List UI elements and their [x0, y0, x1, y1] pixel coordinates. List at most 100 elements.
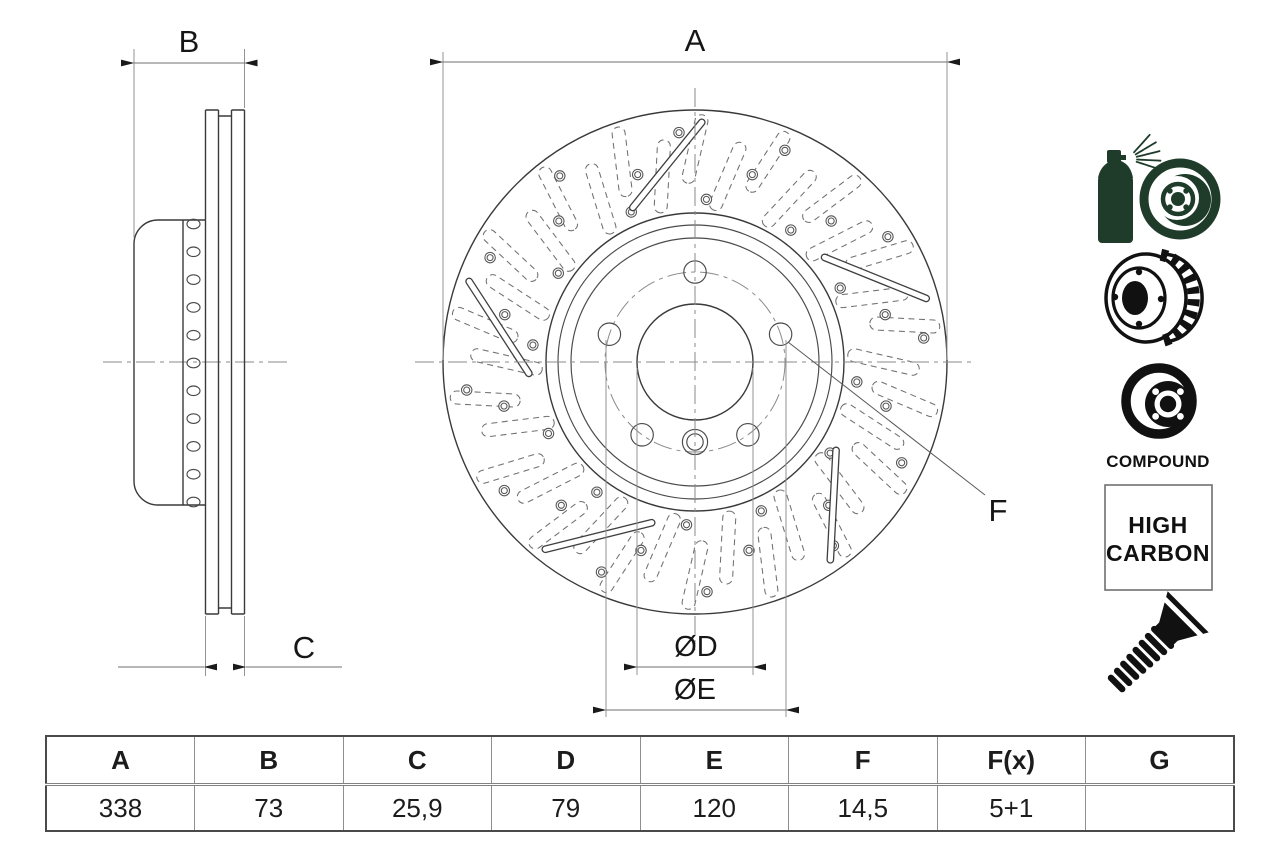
vent-slot: [851, 442, 908, 495]
drill-hole-inner: [500, 487, 508, 495]
surface-groove: [465, 277, 533, 378]
drill-hole: [499, 308, 511, 321]
vent-slot: [835, 286, 909, 309]
dim-d-label: ØD: [674, 631, 718, 663]
vented-disc-bolt-dot: [1157, 295, 1165, 303]
spec-header-c: C: [342, 736, 492, 786]
vent-slot: [451, 306, 519, 344]
surface-groove-pattern: [465, 118, 931, 564]
spec-table-value-row: 338 73 25,9 79 120 14,5 5+1: [46, 784, 1234, 831]
compound-disc-bolt-hole: [1152, 413, 1159, 420]
screw-thread: [1113, 667, 1133, 687]
vent-slot: [681, 114, 709, 184]
dim-d-extension-lines: [636, 368, 754, 675]
vented-disc-bolt-dot: [1135, 320, 1143, 328]
drill-hole-inner: [745, 546, 753, 554]
vent-slot: [805, 220, 874, 262]
drill-hole: [834, 282, 846, 294]
surface-groove: [541, 518, 656, 554]
compound-label: COMPOUND: [1106, 452, 1209, 471]
compound-disc-bolt-hole: [1177, 413, 1184, 420]
dim-c-extension-lines: [205, 616, 245, 676]
spec-header-f: F: [788, 736, 937, 786]
vent-slot: [485, 274, 551, 321]
front-view: A ØD ØE F: [415, 23, 1007, 717]
spray-mist-dash: [1147, 164, 1155, 169]
drill-hole: [635, 544, 647, 557]
wheel-bolt-hole: [630, 423, 654, 447]
surface-groove: [826, 446, 840, 564]
vented-disc-icon: [1104, 248, 1204, 348]
vented-disc-bolt-dot: [1135, 268, 1143, 276]
spray-mist-dash: [1133, 147, 1139, 154]
spec-value-fx: 5+1: [936, 784, 1086, 831]
spray-mist-dash: [1135, 154, 1143, 158]
screw-thread: [1138, 639, 1161, 662]
drill-hole-inner: [781, 146, 789, 154]
drill-hole: [701, 585, 713, 598]
drill-hole-inner: [675, 129, 683, 137]
vented-disc-vent-band: [1159, 248, 1200, 348]
drill-hole-inner: [682, 521, 691, 529]
drill-hole: [484, 251, 496, 264]
spec-table: A B C D E F F(x) G 338 73 25,9 79 120 14…: [45, 735, 1235, 832]
hat-section: [133, 219, 206, 506]
spray-mist-dash: [1147, 151, 1155, 155]
drill-hole: [879, 308, 891, 321]
drill-hole-inner: [703, 588, 711, 596]
drill-hole: [542, 427, 555, 440]
spec-value-a: 338: [98, 792, 143, 823]
drill-hole-inner: [593, 488, 601, 496]
vent-slot: [476, 453, 545, 484]
spray-mist-dash: [1134, 150, 1142, 156]
spec-header-fx: F(x): [936, 736, 1086, 786]
spray-can-shoulder: [1098, 160, 1133, 178]
coated-disc-bolt-dot: [1167, 204, 1173, 210]
dim-f-leader-line: [787, 341, 986, 496]
drill-hole: [498, 484, 511, 497]
vented-disc-bolt-dot: [1111, 293, 1119, 301]
drill-hole-inner: [882, 402, 890, 410]
vent-slot: [516, 462, 585, 504]
screw-thread: [1107, 674, 1126, 693]
spec-header-e: E: [639, 736, 789, 786]
icon-column: COMPOUND HIGH CARBON: [1098, 133, 1221, 693]
spray-mist-dash: [1137, 142, 1143, 149]
spray-mist-dash: [1153, 150, 1161, 154]
drill-hole: [746, 168, 759, 181]
drill-hole-inner: [748, 171, 756, 179]
spray-can-cap: [1107, 150, 1121, 163]
drill-hole-inner: [555, 217, 563, 225]
coated-disc-bolt-dot: [1183, 204, 1189, 210]
drill-hole-inner: [486, 254, 494, 262]
vent-slot: [653, 139, 671, 214]
drill-hole-inner: [836, 284, 844, 292]
vent-slot: [584, 163, 617, 235]
compound-disc-bore: [1159, 395, 1177, 413]
drill-hole-pattern: [460, 126, 930, 598]
drill-hole: [552, 267, 565, 279]
wheel-bolt-holes: [597, 260, 793, 447]
vent-slot: [708, 141, 747, 212]
coated-disc-bolt-dot: [1183, 188, 1189, 194]
coated-disc-bore: [1171, 192, 1185, 206]
drill-hole-inner: [597, 568, 606, 576]
surface-groove: [628, 118, 706, 212]
vent-slot: [643, 512, 682, 583]
dim-b-label: B: [179, 24, 200, 59]
vent-slot: [757, 526, 779, 598]
drill-hole-inner: [920, 334, 928, 342]
drill-hole: [591, 486, 603, 498]
drill-hole: [880, 400, 892, 412]
drill-hole: [700, 193, 713, 206]
side-view: B C: [103, 24, 342, 676]
vent-slot: [839, 403, 905, 450]
drill-hole: [555, 499, 568, 512]
screw-thread: [1126, 653, 1147, 674]
vent-slot: [449, 390, 521, 408]
drill-hole-inner: [463, 386, 471, 394]
screw-thread: [1120, 660, 1140, 680]
spray-mist-dash: [1141, 138, 1147, 145]
drill-hole: [673, 126, 685, 139]
spray-mist-dash: [1135, 160, 1143, 165]
